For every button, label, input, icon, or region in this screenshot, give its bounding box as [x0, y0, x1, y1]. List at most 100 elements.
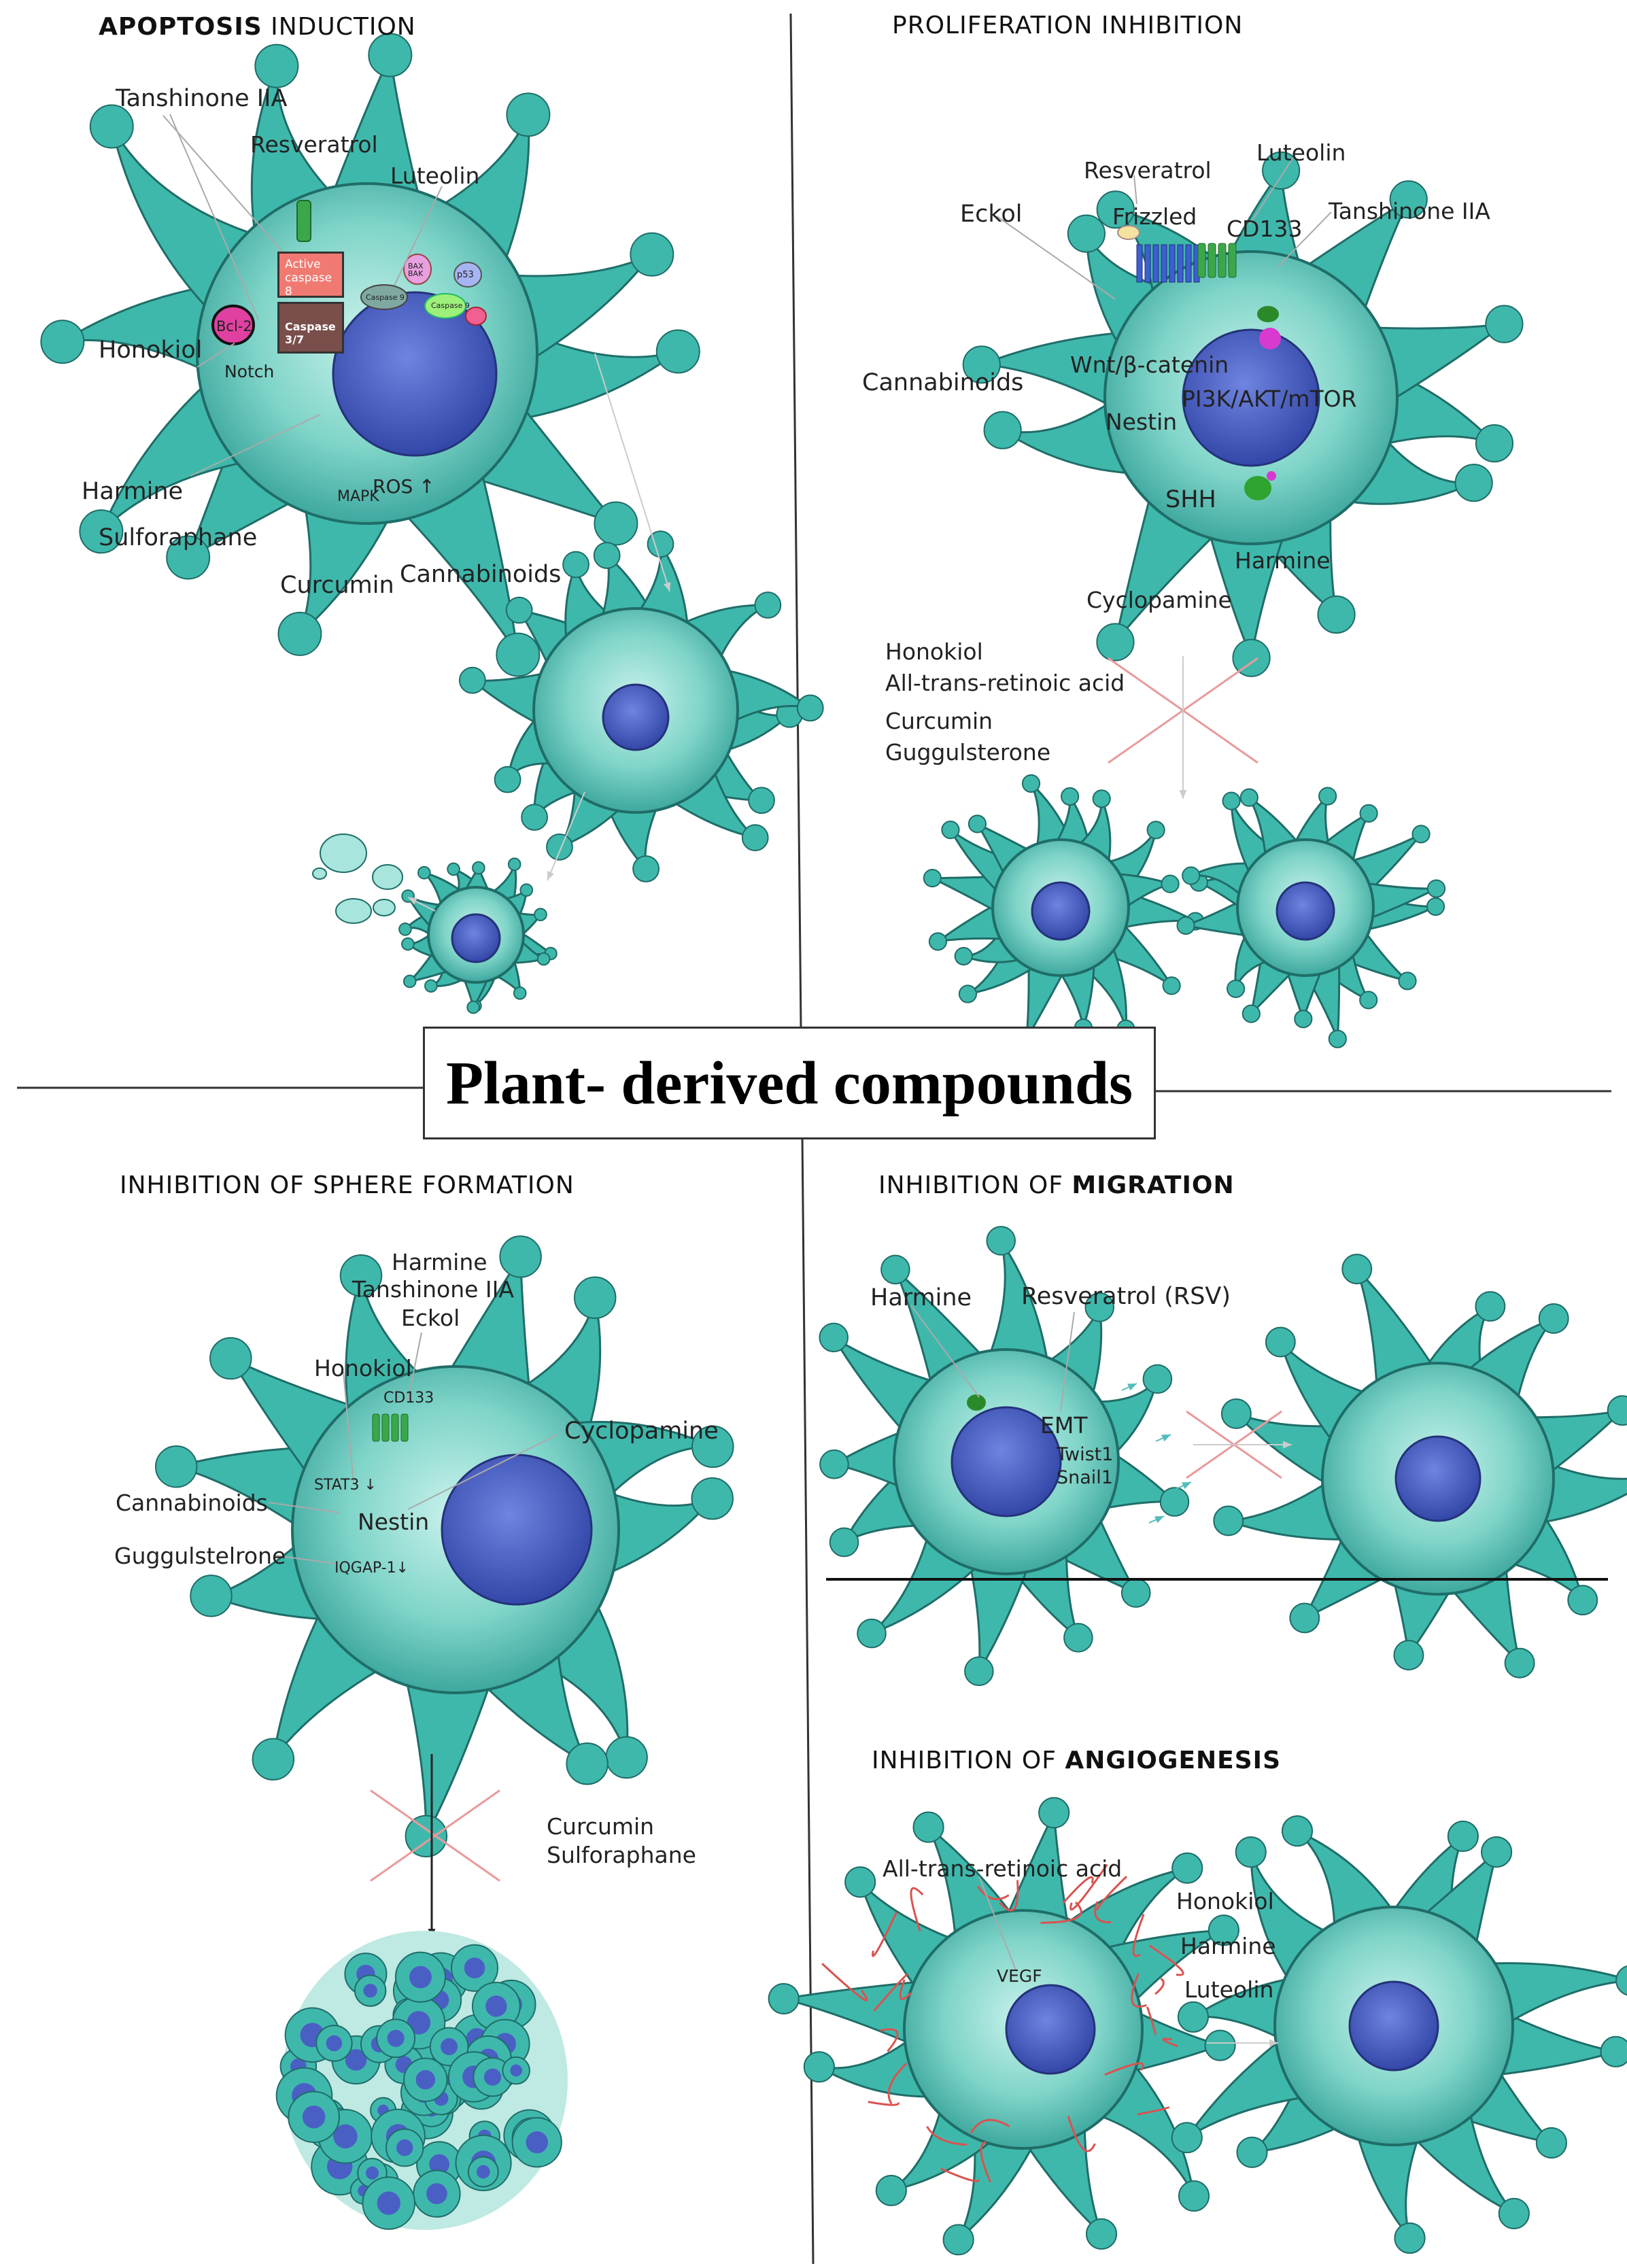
cell-arm-tip — [1389, 180, 1428, 219]
nucleus — [602, 683, 670, 751]
cell-arm-tip — [912, 1811, 944, 1843]
decorations-layer — [162, 114, 1608, 2230]
cell-arm-tip — [40, 320, 85, 364]
cell-arm-tip — [1538, 1303, 1569, 1334]
pointer-cannabinoids — [268, 1502, 341, 1513]
label-cannabinoids: Cannabinoids — [116, 1490, 268, 1516]
label-cannabinoids: Cannabinoids — [400, 561, 562, 588]
cell-arm-tip — [1213, 1505, 1244, 1536]
label-twist: Twist1 — [1057, 1444, 1114, 1465]
blood-vessel-sprout — [976, 1885, 1010, 1900]
heading-bold: APOPTOSIS — [99, 13, 262, 41]
sphere-cell-nucleus — [363, 1983, 377, 1998]
sphere-cell-nucleus — [464, 1957, 485, 1979]
heading-rest: INHIBITION OF — [878, 1171, 1072, 1199]
cell-arm-tip — [447, 862, 460, 876]
cell-arm-tip — [1220, 1398, 1252, 1429]
cell-arm-tip — [494, 766, 521, 793]
cell-arm-tip — [1146, 821, 1165, 840]
apoptotic-body — [320, 834, 367, 873]
cell-arm-tip — [405, 1815, 448, 1858]
angiogenesis-arrow — [1207, 2039, 1278, 2047]
cell-arm-tip — [1481, 1836, 1513, 1868]
frizzled-receptor-segment — [1136, 244, 1143, 283]
pointer-eckol — [996, 216, 1116, 300]
nucleus — [1182, 328, 1320, 467]
cell-arm-tip — [1294, 1010, 1313, 1029]
cell-arm-tip — [605, 1736, 648, 1779]
blood-vessel-sprout — [1104, 2062, 1144, 2076]
cell-arm — [1529, 1458, 1627, 1526]
migration-moving-cell — [819, 1226, 1190, 1687]
label-luteolin: Luteolin — [390, 162, 480, 189]
cell-arm-tip — [1235, 1836, 1267, 1868]
cell-arm-tip — [1239, 788, 1258, 807]
cell-arm-tip — [1038, 1797, 1070, 1829]
blood-vessel-sprout — [1137, 2106, 1170, 2116]
cell-arm-tip — [1359, 804, 1378, 823]
nucleus — [332, 291, 498, 457]
cell-arm-tip — [962, 345, 1001, 384]
active-caspase-8-box: Active caspase 8 — [277, 252, 344, 298]
cell-arm-tip — [252, 1738, 295, 1781]
cell-arm-tip — [1232, 638, 1271, 677]
shh-node-small — [1267, 471, 1276, 481]
cell-arm-tip — [941, 821, 960, 840]
pointer-harmine — [910, 1305, 980, 1398]
cell-arm-tip — [748, 787, 775, 814]
cd133-receptor-segment — [381, 1413, 390, 1442]
blood-vessel-sprout — [940, 2167, 980, 2182]
sphere-cell-nucleus — [377, 2191, 400, 2215]
cell-arm-tip — [928, 932, 948, 951]
migration-heading: INHIBITION OF MIGRATION — [878, 1173, 1235, 1198]
frizzled-receptor-segment — [1177, 244, 1184, 283]
cell-arm-tip — [403, 974, 417, 989]
cell-arm-tip — [754, 591, 782, 619]
proliferation-heading: PROLIFERATION INHIBITION — [892, 12, 1244, 39]
nucleus — [1005, 1984, 1096, 2075]
label-caspase9-b: Caspase 9 — [431, 301, 470, 310]
pointer-atra — [978, 1876, 1017, 1972]
cell-arm-tip — [942, 2224, 974, 2256]
label-iqgap: IQGAP-1↓ — [335, 1560, 409, 1577]
cd133-receptor-segment — [1208, 243, 1216, 278]
sphere-main-cell — [154, 1235, 734, 1858]
sphere-cell-nucleus — [476, 2165, 490, 2179]
title-box: Plant- derived compounds — [423, 1027, 1156, 1139]
cell-arm-tip — [1475, 1291, 1506, 1322]
cell-arm-tip — [1447, 1820, 1479, 1853]
label-guggulsterone: Guggulsterone — [885, 739, 1051, 766]
cell-arm-tip — [166, 535, 211, 580]
label-snail: Snail1 — [1057, 1467, 1113, 1488]
apoptotic-body — [373, 899, 396, 916]
cell-arm-tip — [1161, 874, 1180, 893]
label-curcumin: Curcumin — [280, 572, 394, 599]
cell-arm-tip — [1063, 1623, 1093, 1653]
pointer-honokiol — [343, 1371, 354, 1483]
blood-vessel-sprout — [1040, 1901, 1082, 1924]
wnt-ligand — [1117, 225, 1140, 240]
label-resveratrol: Resveratrol — [1084, 157, 1212, 184]
cell-arm-tip — [632, 855, 660, 882]
arrow-shaft — [547, 791, 585, 881]
cell-arm-tip — [339, 1254, 383, 1297]
cd133-receptor-segment — [391, 1413, 399, 1442]
blood-vessel-sprout — [873, 1973, 909, 2012]
cell-arm-tip — [536, 952, 551, 966]
apoptosis-main-cell — [40, 33, 700, 677]
cell-arm-tip — [562, 551, 589, 579]
arrow-head — [1269, 2039, 1278, 2047]
caspase9-protein-a — [360, 284, 408, 310]
blood-vessel-sprout — [970, 2118, 1010, 2134]
label-curcumin: Curcumin — [885, 708, 993, 734]
cell-arm-tip — [1067, 214, 1106, 253]
sphere-cell-nucleus — [326, 2035, 343, 2052]
sphere-cell-nucleus — [302, 2106, 326, 2129]
pointer-resveratrol — [1133, 175, 1137, 205]
cell-arm-tip — [89, 104, 134, 149]
cell-arm-tip — [1475, 424, 1514, 463]
cell-arm-tip — [1096, 623, 1135, 662]
blood-vessel-sprout — [999, 1880, 1019, 1912]
cell-arm-tip — [1084, 1292, 1115, 1322]
proliferation-main-cell — [962, 151, 1524, 677]
